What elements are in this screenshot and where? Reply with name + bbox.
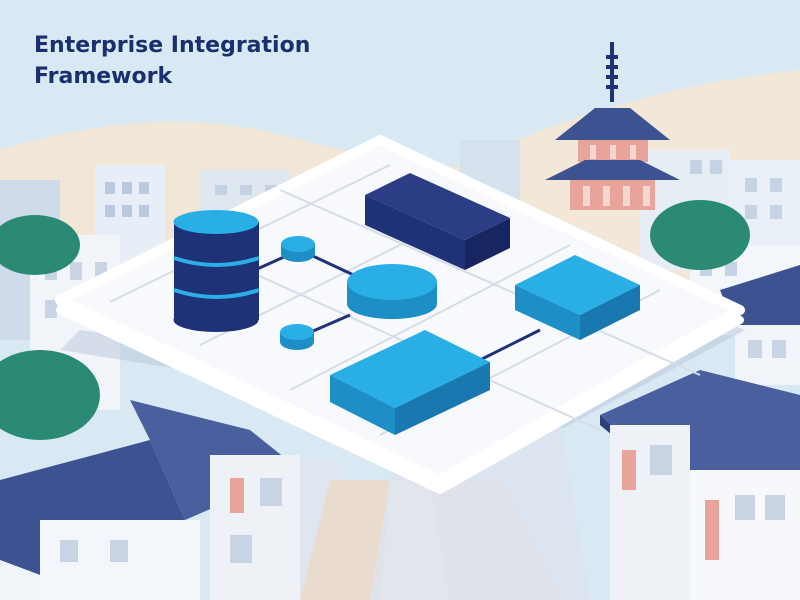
hub-disc: [347, 264, 437, 319]
title-line-2: Framework: [34, 64, 173, 89]
cyan-block-front: [330, 330, 490, 435]
title-line-1: Enterprise Integration: [34, 33, 311, 58]
small-node-bottom: [280, 324, 314, 350]
small-node-top: [281, 236, 315, 262]
dark-block: [365, 173, 510, 270]
database-cylinder: [173, 210, 260, 332]
house-left: [0, 400, 340, 600]
page-title: Enterprise Integration Framework: [34, 30, 310, 92]
house-right: [600, 265, 800, 600]
cyan-block-right: [515, 255, 640, 340]
pagoda: [545, 42, 680, 210]
